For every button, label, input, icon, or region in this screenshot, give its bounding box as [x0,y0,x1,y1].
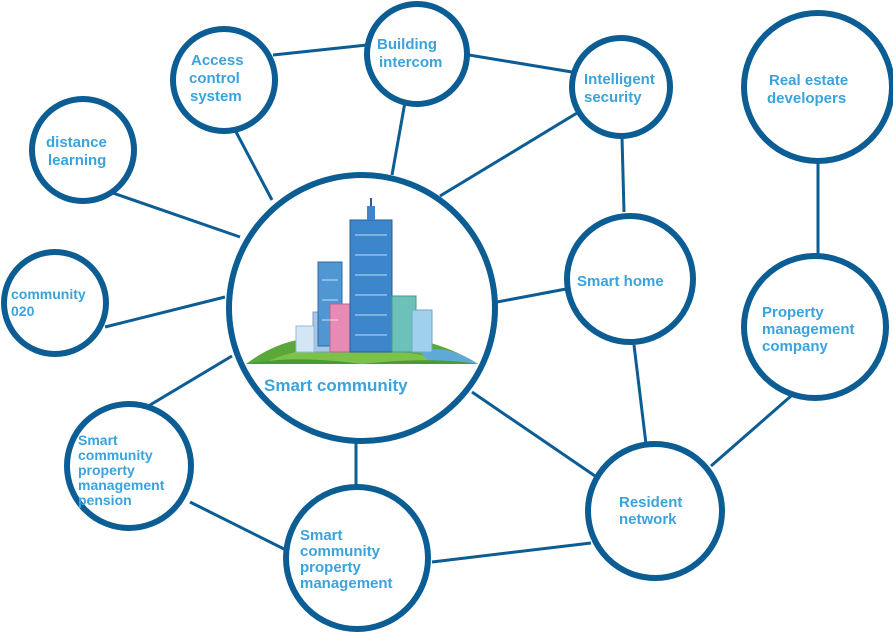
node-resident-network: Resident network [585,441,725,581]
node-access-control-circle [170,26,278,134]
edge-center-community-o2o [104,295,226,329]
node-smart-home: Smart home [564,213,696,345]
node-intelligent-security-circle [569,35,673,139]
node-resident-network-label: Resident network [619,494,687,528]
node-property-mgmt-company: Property management company [741,253,889,401]
node-access-control-label: Access control system [189,52,248,105]
edge-building-security [468,53,573,74]
center-node: Smart community [226,172,498,444]
node-pension: Smart community property management pens… [64,401,194,531]
node-property-mgmt-label: Smart community property management [300,527,393,592]
node-distance-learning: distance learning [29,96,137,204]
node-community-o2o-label: community 020 [11,286,90,319]
node-intelligent-security: Intelligent security [569,35,673,139]
node-intelligent-security-label: Intelligent security [584,71,659,106]
center-label: Smart community [264,376,408,395]
edge-center-pension [144,354,233,410]
node-access-control: Access control system [170,26,278,134]
node-property-mgmt-circle [283,484,431,632]
edge-pension-property-mgmt [189,500,287,552]
node-building-intercom: Building intercom [364,1,470,107]
edge-center-smart-home [496,287,567,304]
node-property-mgmt: Smart community property management [283,484,431,632]
node-property-mgmt-company-label: Property management company [762,304,859,355]
node-building-intercom-label: Building intercom [377,36,442,71]
node-pension-label: Smart community property management pens… [78,432,168,508]
edge-property-mgmt-resident [431,541,592,564]
edge-security-smart-home [620,136,626,213]
node-distance-learning-label: distance learning [46,134,111,169]
edges [104,43,820,564]
node-distance-learning-circle [29,96,137,204]
node-real-estate: Real estate developers [741,10,893,164]
edge-center-access-control [233,129,274,201]
node-building-intercom-circle [364,1,470,107]
city-buildings-icon [246,198,478,364]
edge-center-distance-learning [109,190,241,239]
node-community-o2o: community 020 [1,249,109,357]
node-property-mgmt-company-circle [741,253,889,401]
edge-smart-home-resident [632,344,648,445]
node-resident-network-circle [585,441,725,581]
node-community-o2o-circle [1,249,109,357]
edge-property-company-resident [710,394,792,468]
node-pension-circle [64,401,194,531]
edge-center-intelligent-security [439,108,583,198]
node-smart-home-circle [564,213,696,345]
node-real-estate-circle [741,10,893,164]
node-real-estate-label: Real estate developers [767,72,852,107]
edge-access-building [272,43,368,57]
edge-center-resident-network [471,390,599,480]
edge-center-building-intercom [390,101,407,176]
node-smart-home-label: Smart home [577,273,664,290]
